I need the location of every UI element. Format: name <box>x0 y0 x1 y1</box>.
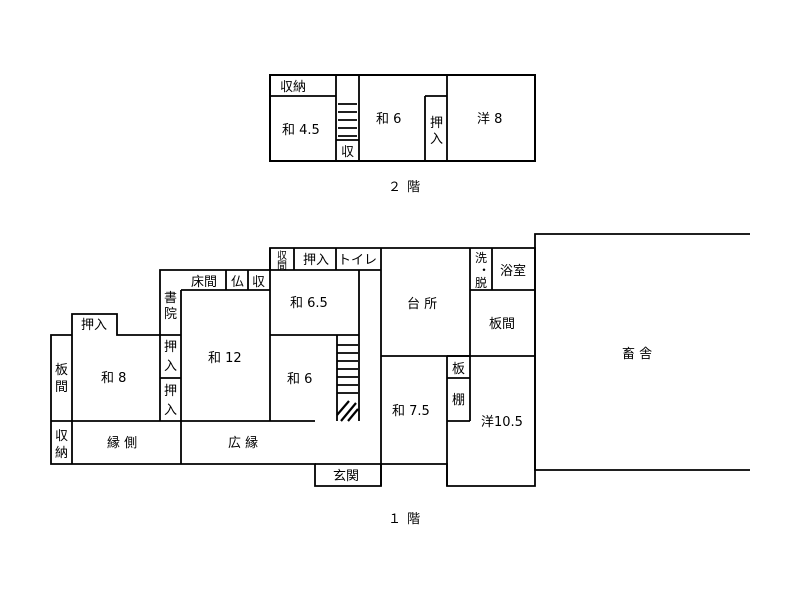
room-oshiire-a-1: 押 <box>164 340 177 355</box>
room-shu-1f: 収 <box>252 275 265 290</box>
room-sendatsu-3: 脱 <box>475 275 487 290</box>
room-genkan: 玄関 <box>333 469 359 484</box>
room-wa-6-1f: 和 6 <box>287 372 312 387</box>
room-shoin-1: 書 <box>164 291 177 306</box>
room-shuno-left-1: 収 <box>55 429 68 444</box>
room-itama-left-1: 板 <box>55 363 68 378</box>
room-sendatsu-2: ・ <box>478 263 490 277</box>
room-shuno-left-2: 納 <box>55 446 68 461</box>
room-wa-6-2f: 和 6 <box>376 112 401 127</box>
barn-outline <box>534 233 750 471</box>
room-sendatsu-1: 洗 <box>475 251 487 265</box>
first-floor-stairs <box>336 335 359 422</box>
room-engawa: 縁 側 <box>107 435 137 451</box>
room-itama: 板間 <box>489 317 515 332</box>
room-oshiire-a-2: 入 <box>164 359 177 374</box>
room-you-10-5: 洋10.5 <box>481 415 523 430</box>
room-chikusha: 畜 舎 <box>622 346 652 362</box>
room-shu-2f: 収 <box>341 145 354 160</box>
room-itama-left-2: 間 <box>55 380 68 395</box>
room-shoin-2: 院 <box>164 307 177 322</box>
room-hiroen: 広 縁 <box>228 435 258 451</box>
first-floor: 押入 板 間 和 8 収 納 縁 側 書 院 押 入 押 入 床間 仏 収 和 … <box>50 233 750 527</box>
room-you-8: 洋 8 <box>477 112 502 127</box>
room-tana-2: 棚 <box>452 393 465 408</box>
room-wa-7-5: 和 7.5 <box>392 404 430 419</box>
room-wa-8: 和 8 <box>101 371 126 386</box>
caption-second-floor: ２ 階 <box>388 180 421 195</box>
second-floor-outline <box>269 74 536 162</box>
room-wa-4-5: 和 4.5 <box>282 123 320 138</box>
room-oshiire-2f-1: 押 <box>430 116 443 131</box>
room-kaidan-shita-1: 収 <box>277 250 287 262</box>
room-wa-6-5: 和 6.5 <box>290 296 328 311</box>
room-oshiire-b-1: 押 <box>164 384 177 399</box>
second-floor: 収納 和 4.5 収 和 6 押 入 洋 8 ２ 階 <box>269 74 536 195</box>
room-tana-1: 板 <box>452 362 465 377</box>
room-butsudan: 仏 <box>231 275 244 290</box>
second-floor-stairs <box>338 103 357 137</box>
room-oshiire-mid: 押入 <box>303 253 329 268</box>
room-tokonoma: 床間 <box>191 275 217 290</box>
room-kaidan-shita-2: 間 <box>277 260 287 272</box>
room-storage-2f: 収納 <box>280 80 306 95</box>
caption-first-floor: １ 階 <box>388 512 421 527</box>
room-wa-12: 和 12 <box>208 351 242 366</box>
room-oshiire-top: 押入 <box>81 318 107 333</box>
room-yokushitsu: 浴室 <box>500 263 526 279</box>
room-daidokoro: 台 所 <box>407 297 437 312</box>
room-oshiire-b-2: 入 <box>164 403 177 418</box>
room-toilet: トイレ <box>338 253 377 268</box>
room-oshiire-2f-2: 入 <box>430 132 443 147</box>
